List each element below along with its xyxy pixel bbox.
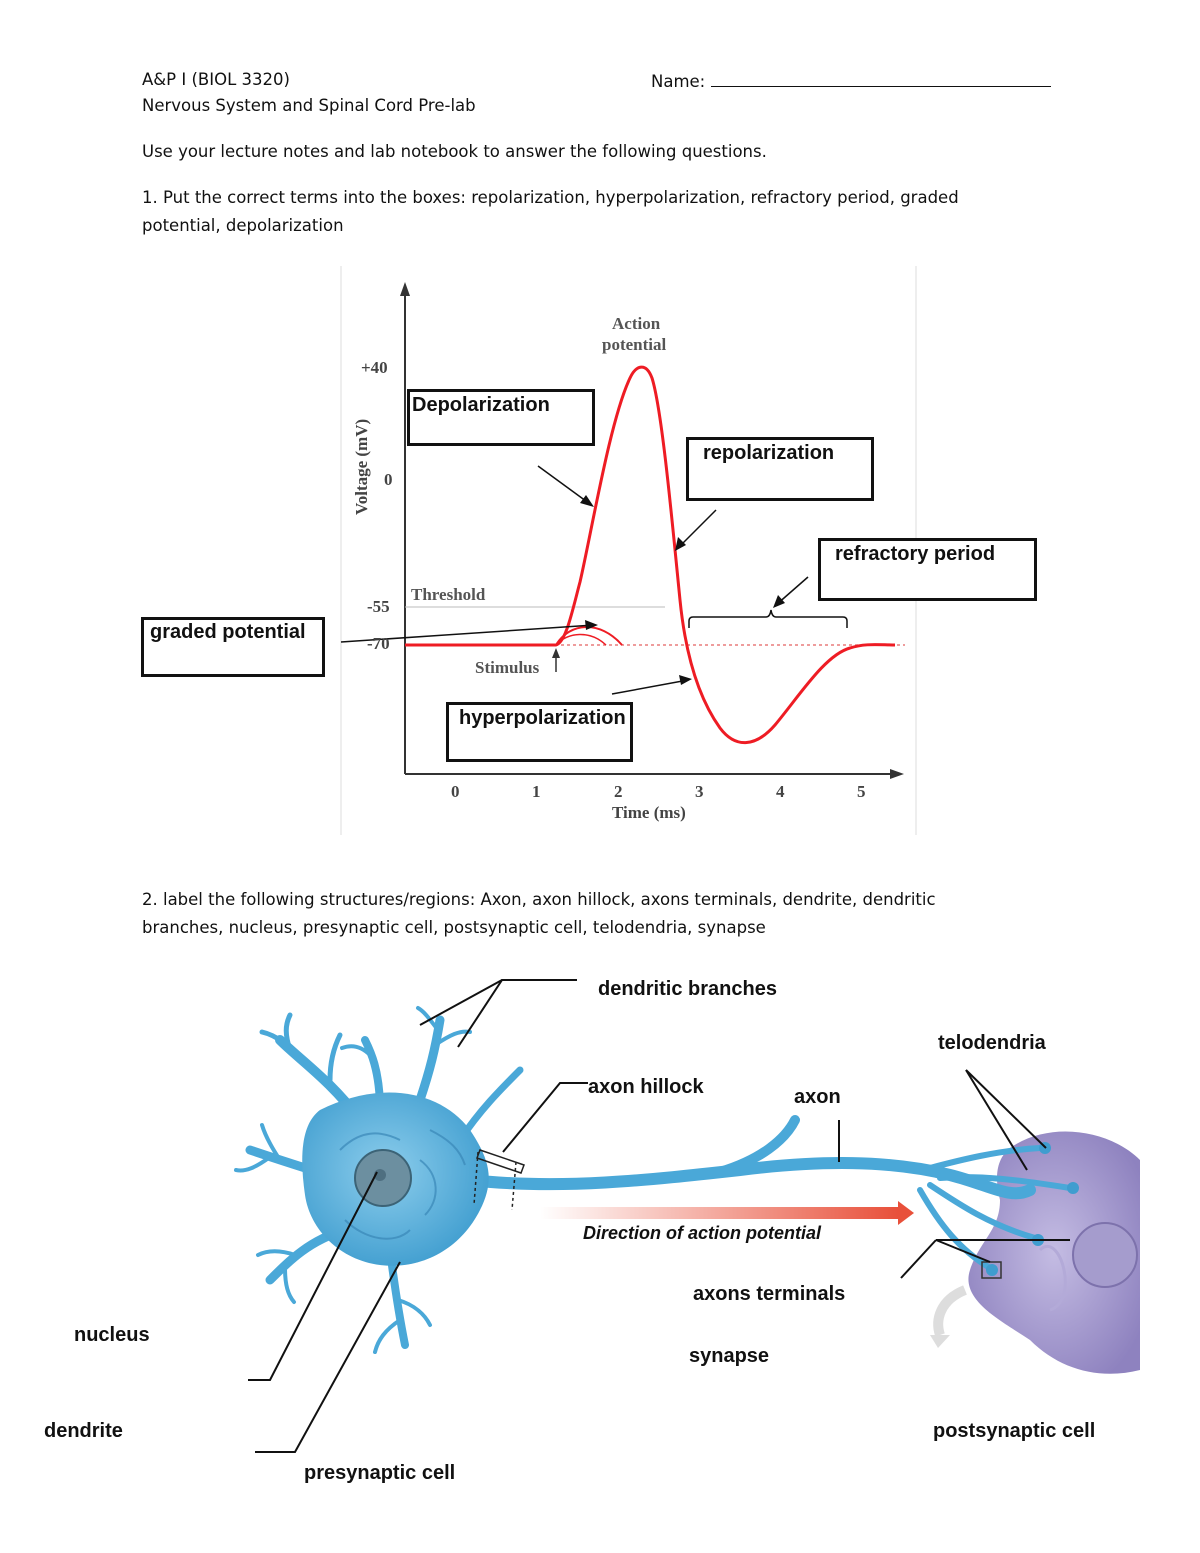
graded-leader	[340, 624, 595, 643]
question-1-line-2: potential, depolarization	[142, 216, 344, 235]
name-input-line[interactable]	[711, 70, 1052, 87]
name-field-row: Name:	[651, 70, 1052, 92]
repolarization-arrow-icon	[675, 537, 686, 551]
axon-terminal-knob-2	[1067, 1182, 1079, 1194]
direction-arrow-shaft	[540, 1207, 898, 1219]
x-axis-arrow-icon	[890, 769, 904, 779]
nucleus-leader	[248, 1171, 378, 1381]
hyperpolarization-arrow-icon	[679, 675, 692, 685]
telodendria-branch-2	[937, 1174, 1073, 1191]
label-nucleus: nucleus	[74, 1324, 150, 1346]
threshold-label: Threshold	[411, 585, 486, 604]
label-postsynaptic-cell: postsynaptic cell	[933, 1420, 1096, 1442]
y-tick-70: -70	[367, 634, 390, 653]
postsynaptic-nucleus	[1072, 1222, 1138, 1288]
question-1-line-1: 1. Put the correct terms into the boxes:…	[142, 188, 959, 207]
telodendria-branch-1	[927, 1145, 1043, 1171]
name-label: Name:	[651, 72, 706, 91]
peak-label-line-1: Action	[612, 314, 661, 333]
label-synapse: synapse	[689, 1345, 770, 1367]
stimulus-arrow-icon	[552, 648, 560, 658]
lab-subtitle: Nervous System and Spinal Cord Pre-lab	[142, 96, 476, 115]
hillock-dash-2	[511, 1161, 517, 1211]
peak-label-line-2: potential	[602, 335, 667, 354]
depolarization-leader	[537, 465, 591, 505]
label-axon: axon	[794, 1086, 841, 1108]
axon-hillock-marker	[476, 1149, 525, 1174]
telodendria-leader-1	[965, 1069, 1028, 1171]
repolarization-leader	[677, 509, 717, 549]
direction-of-action-potential-label: Direction of action potential	[583, 1223, 822, 1243]
postsynaptic-organelle	[1038, 1245, 1067, 1312]
label-dendrite: dendrite	[44, 1420, 123, 1442]
graded-arrow-icon	[585, 620, 598, 630]
refractory-bracket	[688, 609, 848, 628]
refractory-period-answer-box[interactable]: refractory period	[818, 538, 1037, 601]
telodendria-branch-4	[917, 1187, 993, 1271]
instructions: Use your lecture notes and lab notebook …	[142, 142, 767, 161]
x-tick-0: 0	[451, 782, 460, 801]
question-2-line-1: 2. label the following structures/region…	[142, 890, 936, 909]
telodendria-branch-3	[927, 1182, 1038, 1241]
dendritic-branches-leader	[457, 979, 577, 1048]
label-telodendria: telodendria	[938, 1032, 1046, 1054]
x-tick-3: 3	[695, 782, 704, 801]
hyperpolarization-leader	[611, 679, 689, 695]
stimulus-label: Stimulus	[475, 658, 540, 677]
y-tick-0: 0	[384, 470, 393, 489]
question-2-line-2: branches, nucleus, presynaptic cell, pos…	[142, 918, 766, 937]
dendrite-top	[415, 1015, 445, 1105]
y-tick-55: -55	[367, 597, 390, 616]
action-potential-trace	[405, 365, 896, 745]
y-tick-40: +40	[361, 358, 388, 377]
synapse-marker	[981, 1261, 1002, 1279]
repolarization-answer-box[interactable]: repolarization	[686, 437, 874, 501]
hyperpolarization-answer-box[interactable]: hyperpolarization	[446, 702, 633, 762]
label-dendritic-branches: dendritic branches	[598, 978, 777, 1000]
depolarization-arrow-icon	[580, 495, 594, 507]
hillock-dash-1	[473, 1151, 479, 1206]
x-tick-2: 2	[614, 782, 623, 801]
depolarization-answer-box[interactable]: Depolarization	[407, 389, 595, 446]
presynaptic-leader	[255, 1261, 401, 1453]
question-2: 2. label the following structures/region…	[142, 886, 1142, 942]
output-arrow-icon	[930, 1335, 950, 1348]
question-1: 1. Put the correct terms into the boxes:…	[142, 184, 1142, 240]
refractory-arrow-icon	[773, 595, 785, 608]
axon-hillock-leader	[502, 1082, 588, 1153]
y-axis-arrow-icon	[400, 282, 410, 296]
axon-collateral	[715, 1115, 800, 1177]
course-title: A&P I (BIOL 3320)	[142, 70, 290, 89]
graph-x-axis-label: Time (ms)	[612, 803, 686, 822]
direction-arrow-icon	[898, 1201, 914, 1225]
graded-potential-answer-box[interactable]: graded potential	[141, 617, 325, 677]
x-tick-4: 4	[776, 782, 785, 801]
axon-shaft	[464, 1157, 1036, 1200]
output-arrow-shaft	[933, 1285, 968, 1337]
label-axon-hillock: axon hillock	[588, 1076, 704, 1098]
x-tick-1: 1	[532, 782, 541, 801]
x-tick-5: 5	[857, 782, 866, 801]
label-axon-terminals: axons terminals	[693, 1283, 846, 1305]
label-presynaptic-cell: presynaptic cell	[304, 1462, 456, 1484]
axon-terminal-knob-4	[986, 1264, 998, 1276]
axon-terminals-leader	[900, 1239, 937, 1279]
